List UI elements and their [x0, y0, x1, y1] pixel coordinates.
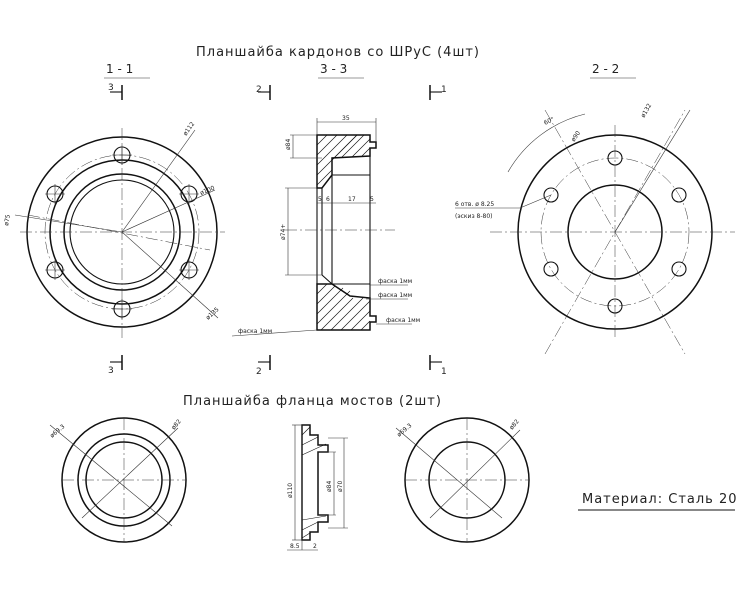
chamfer-note-4: фаска 1мм: [238, 328, 272, 335]
section-line: [27, 214, 211, 251]
dim-sec-w1: 8.5: [290, 543, 300, 550]
holes-note: 6 отв. ø 8.25: [455, 201, 494, 208]
dim-axial-4: 5: [370, 196, 374, 203]
bolt-hole: [671, 187, 687, 203]
title-bridge-flange: Планшайба фланца мостов (2шт): [183, 394, 442, 409]
dim-face: ø84: [285, 139, 292, 150]
bolt-hole: [671, 261, 687, 277]
title-cardan-flange: Планшайба кардонов со ШРуС (4шт): [196, 45, 480, 60]
dim-axial-2: 6: [326, 196, 330, 203]
bridge-flange-section: ø110 ø84 ø70 8.5 2: [287, 424, 348, 551]
chamfer-note-2: фаска 1мм: [378, 292, 412, 299]
cut1-label-top: 1: [441, 85, 447, 95]
cut2-label-top: 2: [256, 85, 262, 95]
hole-centerlines: [45, 145, 199, 319]
dim-leader-shoulder: [121, 189, 216, 233]
dim-outer-right: ø132: [640, 102, 654, 119]
dim-leader-bolt: [121, 129, 196, 233]
dim-right-2: ø82: [508, 418, 521, 431]
bolt-hole: [607, 150, 623, 166]
section-profile: [301, 424, 329, 541]
dim-angle: 60°: [543, 116, 556, 127]
dim-bolt-circle: ø112: [182, 121, 197, 138]
dim-leader-bore: [14, 214, 123, 233]
cut-label-top: 3: [108, 83, 114, 93]
profile-upper: [316, 134, 377, 189]
cut1-label-bottom: 1: [441, 367, 447, 377]
bore-chamfer-bottom: [321, 274, 333, 285]
bolt-hole: [543, 261, 559, 277]
dim-left-2: ø82: [170, 418, 183, 431]
dim-sec-2: ø84: [326, 481, 333, 492]
angle-arc: [507, 113, 586, 173]
section-label-3-3: 3 - 3: [320, 62, 347, 76]
dim-axial-3: 17: [348, 196, 356, 203]
bolt-hole: [543, 187, 559, 203]
material-label: Материал: Сталь 20: [582, 492, 738, 507]
hatching: [316, 134, 371, 331]
dim-axial-1: 5: [318, 196, 322, 203]
dim-shoulder: ø100: [199, 185, 216, 197]
section-label-2-2: 2 - 2: [592, 62, 619, 76]
holes-note-2: (эскиз 8-80): [455, 213, 493, 220]
dim-leader-outer: [121, 231, 219, 319]
profile-lower: [316, 283, 377, 331]
cut2-label-bottom: 2: [256, 367, 262, 377]
dim-right-1: ø69.3: [396, 422, 414, 438]
section-label-1-1: 1 - 1: [106, 62, 133, 76]
dim-sec-3: ø70: [337, 481, 344, 492]
dim-width: 35: [342, 115, 350, 122]
bridge-flange-right: ø69.3 ø82: [396, 417, 530, 543]
bolt-hole: [607, 298, 623, 314]
section-3-3: 35 ø84 ø74+ 5 6 17 5 фаска 1мм фаска 1мм…: [231, 85, 447, 377]
dim-sec-w2: 2: [313, 543, 317, 550]
bolt-holes: [543, 150, 687, 314]
chamfer-note-1: фаска 1мм: [378, 278, 412, 285]
chamfer-note-3: фаска 1мм: [386, 317, 420, 324]
view-1-1: ø112 ø100 ø135 ø75 3 3: [3, 83, 225, 376]
dim-left-1: ø69.3: [49, 423, 67, 439]
dim-bore-section: ø74+: [280, 224, 287, 240]
dim-bore: ø75: [3, 214, 12, 227]
bridge-flange-left: ø69.3 ø82: [49, 417, 187, 543]
cut-label-bottom: 3: [108, 366, 114, 376]
view-2-2: 60° ø132 ø90 6 отв. ø 8.25 (эскиз 8-80): [455, 102, 735, 355]
dim-sec-1: ø110: [287, 483, 294, 498]
